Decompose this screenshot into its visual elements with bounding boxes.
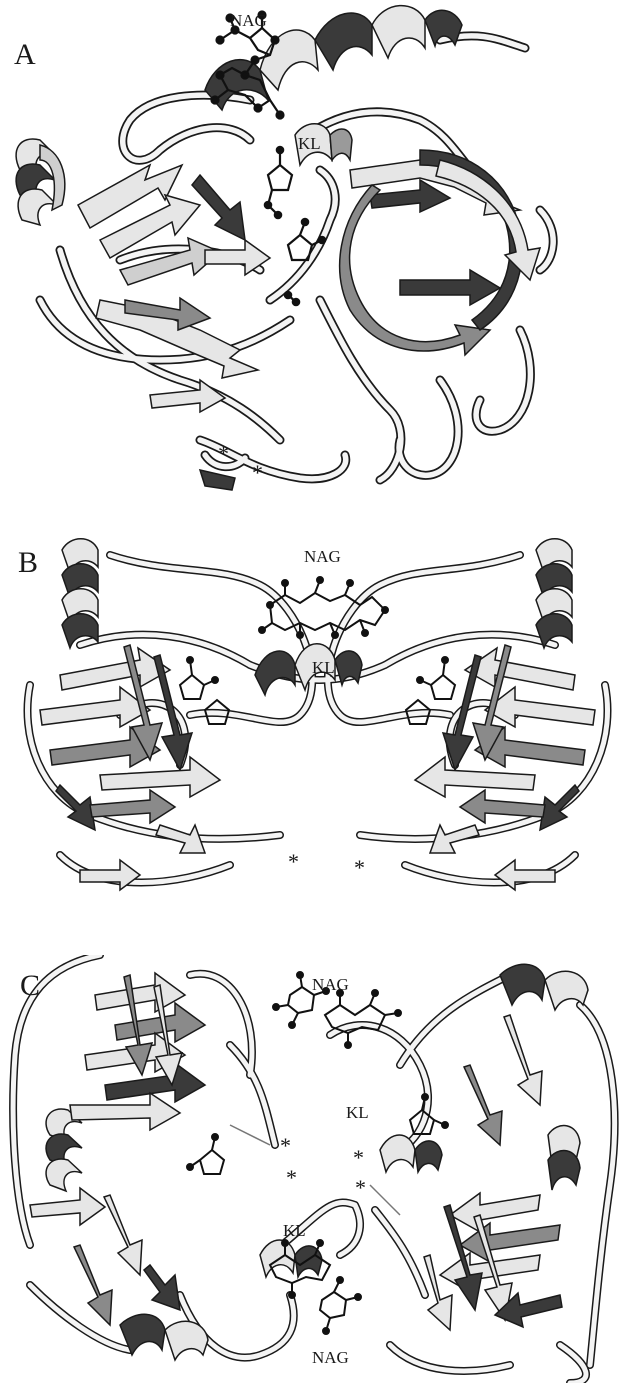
panel-a-asterisk-1: * (218, 443, 229, 465)
panel-c-kl-bottom-label: KL (283, 1222, 306, 1239)
panel-c-nag-top-label: NAG (312, 976, 349, 993)
panel-a: A NAG KL * * (0, 0, 634, 505)
panel-c-asterisk-4: * (355, 1177, 366, 1199)
panel-a-ribbon-diagram (0, 0, 634, 505)
panel-b-ribbon-diagram (0, 535, 634, 925)
panel-c-nag-bottom-label: NAG (312, 1349, 349, 1366)
panel-c-asterisk-3: * (286, 1167, 297, 1189)
panel-c-asterisk-2: * (353, 1147, 364, 1169)
panel-c-kl-top-label: KL (346, 1104, 369, 1121)
panel-a-nag-label: NAG (230, 12, 267, 29)
panel-a-letter: A (14, 40, 36, 70)
panel-c-letter: C (20, 971, 40, 1001)
panel-b-letter: B (18, 548, 38, 578)
panel-a-asterisk-2: * (252, 462, 263, 484)
panel-b-kl-label: KL (312, 659, 335, 676)
panel-c: C NAG KL KL NAG * * * * (0, 955, 634, 1383)
panel-a-kl-label: KL (298, 135, 321, 152)
panel-c-asterisk-1: * (280, 1135, 291, 1157)
panel-b-nag-label: NAG (304, 548, 341, 565)
panel-b-asterisk-left: * (288, 851, 299, 873)
panel-b: B NAG KL * * (0, 535, 634, 925)
panel-c-ribbon-diagram (0, 955, 634, 1383)
panel-b-asterisk-right: * (354, 857, 365, 879)
